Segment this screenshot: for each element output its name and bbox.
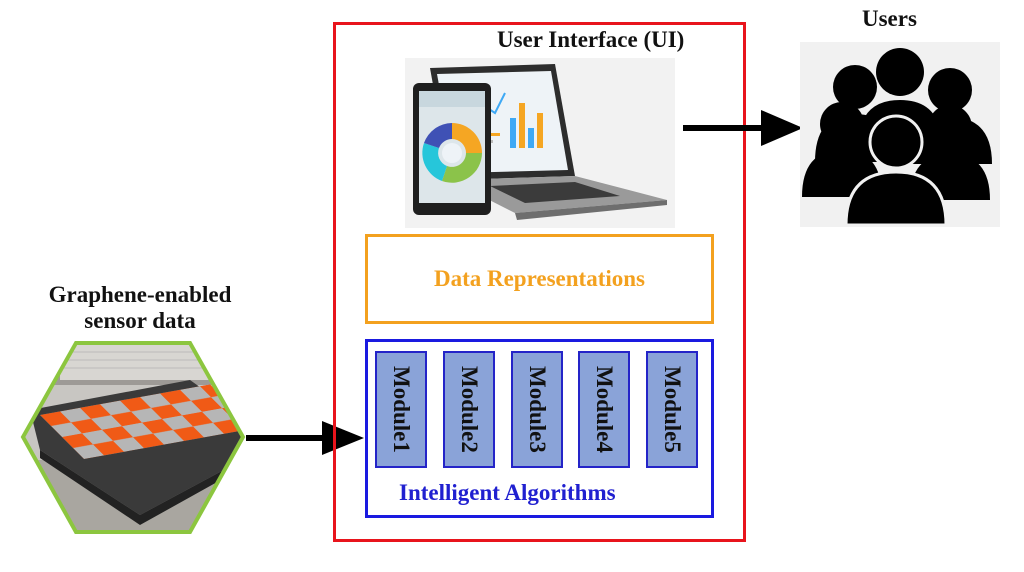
users-title: Users [862, 6, 917, 31]
users-group-icon [800, 42, 1000, 227]
module-box: Module1 [375, 351, 427, 468]
module-label: Module1 [389, 366, 414, 453]
module-box: Module4 [578, 351, 630, 468]
data-representations-label: Data Representations [433, 266, 646, 291]
module-label: Module2 [457, 366, 482, 453]
module-box: Module3 [511, 351, 563, 468]
ui-frame [333, 22, 746, 542]
intelligent-algorithms-box [365, 339, 714, 518]
intelligent-algorithms-label: Intelligent Algorithms [399, 480, 616, 505]
arrow-right-icon [246, 421, 364, 455]
module-box: Module2 [443, 351, 495, 468]
sensor-data-title: Graphene-enabled sensor data [10, 282, 270, 334]
data-representations-box: Data Representations [365, 234, 714, 324]
module-box: Module5 [646, 351, 698, 468]
module-label: Module4 [592, 366, 617, 453]
module-label: Module5 [660, 366, 685, 453]
sensor-title-line2: sensor data [84, 308, 196, 333]
sensor-title-line1: Graphene-enabled [48, 282, 232, 307]
laptop-tablet-illustration [405, 58, 675, 228]
sensor-floor-photo [20, 341, 246, 534]
module-label: Module3 [525, 366, 550, 453]
ui-title: User Interface (UI) [497, 27, 685, 52]
arrow-right-icon [683, 110, 803, 146]
